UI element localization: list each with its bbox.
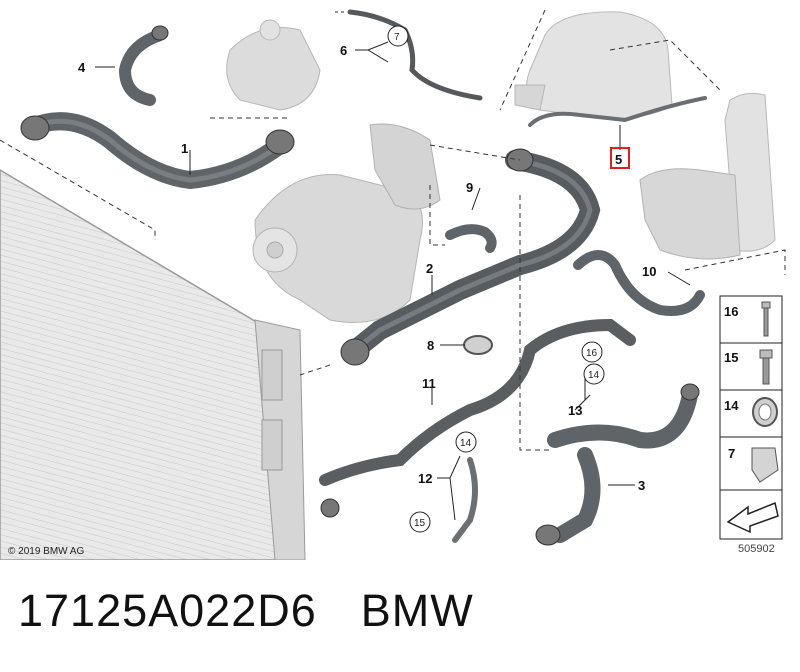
bolt-15-icon bbox=[759, 349, 773, 385]
clamp-8 bbox=[463, 335, 493, 355]
legend-item-14: 14 bbox=[724, 398, 739, 413]
line-5 bbox=[528, 96, 707, 127]
leader-lines bbox=[0, 9, 786, 451]
callout-14b-circle bbox=[455, 431, 477, 453]
callout-6: 6 bbox=[340, 43, 347, 58]
expansion-tank bbox=[514, 11, 673, 119]
clip-7-icon bbox=[751, 447, 779, 483]
legend-item-15: 15 bbox=[724, 350, 738, 365]
callout-2: 2 bbox=[426, 261, 433, 276]
callout-8: 8 bbox=[427, 338, 434, 353]
hose-9 bbox=[445, 224, 497, 253]
hose-4 bbox=[118, 25, 169, 106]
callout-4: 4 bbox=[78, 60, 86, 75]
callouts: 1 2 3 4 5 6 7 8 9 10 11 12 13 14 14 15 1… bbox=[78, 25, 656, 533]
clamp-14-icon bbox=[752, 397, 778, 427]
callout-16-circle bbox=[581, 341, 603, 363]
brand-name: BMW bbox=[360, 585, 474, 636]
legend-item-16: 16 bbox=[724, 304, 738, 319]
line-6 bbox=[347, 9, 483, 101]
part-number: 17125A022D6 bbox=[18, 585, 317, 636]
callout-12: 12 bbox=[418, 471, 432, 486]
callout-10: 10 bbox=[642, 264, 656, 279]
callout-5-highlight bbox=[610, 147, 630, 169]
thermostat-housing bbox=[226, 19, 321, 111]
callout-5: 5 bbox=[615, 152, 622, 167]
part-caption: 17125A022D6 BMW bbox=[18, 585, 798, 655]
hose-10 bbox=[573, 250, 705, 316]
callout-3: 3 bbox=[638, 478, 645, 493]
diagram-number: 505902 bbox=[738, 543, 775, 555]
hose-11 bbox=[319, 318, 636, 518]
callout-15: 15 bbox=[414, 518, 426, 529]
bolt-16-icon bbox=[761, 301, 771, 337]
copyright: © 2019 BMW AG bbox=[8, 546, 85, 557]
callout-lines bbox=[95, 41, 691, 521]
callout-15-circle bbox=[409, 511, 431, 533]
oil-filter-housing bbox=[639, 92, 776, 260]
hose-3 bbox=[535, 383, 700, 546]
callout-14a: 14 bbox=[588, 370, 600, 381]
legend-item-7: 7 bbox=[728, 446, 735, 461]
radiator bbox=[0, 169, 306, 560]
callout-11: 11 bbox=[422, 376, 436, 391]
water-pump bbox=[252, 123, 441, 323]
arrow-icon bbox=[726, 501, 779, 534]
callout-14a-circle bbox=[583, 363, 605, 385]
callout-7-circle bbox=[387, 25, 409, 47]
callout-13: 13 bbox=[568, 403, 582, 418]
hose-1 bbox=[20, 112, 295, 190]
callout-1: 1 bbox=[181, 141, 188, 156]
callout-16: 16 bbox=[586, 348, 598, 359]
small-parts-legend: 16 15 14 7 bbox=[719, 295, 783, 540]
line-12 bbox=[452, 457, 478, 543]
callout-14b: 14 bbox=[460, 438, 472, 449]
callout-9: 9 bbox=[466, 180, 473, 195]
callout-7: 7 bbox=[394, 32, 400, 43]
parts-diagram: 1 2 3 4 5 6 7 8 9 10 11 12 13 14 14 15 1… bbox=[0, 9, 786, 560]
